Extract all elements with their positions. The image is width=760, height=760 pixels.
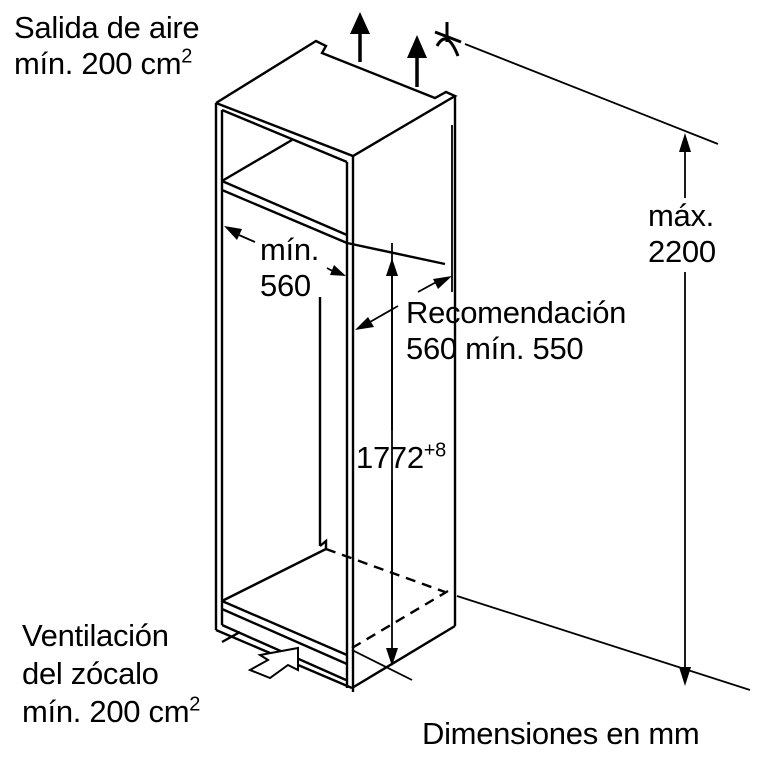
arrow-head-icon bbox=[386, 258, 398, 276]
arrow-head-icon bbox=[679, 133, 691, 152]
arrow-head-icon bbox=[224, 226, 242, 240]
recommendation-label: Recomendación 560 mín. 550 bbox=[406, 295, 627, 366]
cabinet-front-frame bbox=[214, 103, 457, 690]
arrow-head-icon bbox=[679, 667, 691, 686]
units-note: Dimensiones en mm bbox=[422, 716, 700, 751]
arrow-head-icon bbox=[330, 265, 346, 276]
extension-lines bbox=[351, 43, 751, 691]
air-outlet-area: mín. 200 cm2 bbox=[14, 45, 193, 81]
arrow-head-icon bbox=[433, 276, 452, 289]
air-outlet-arrows bbox=[350, 12, 427, 87]
height-label: 1772+8 bbox=[356, 439, 446, 475]
air-outlet-label: Salida de aire mín. 200 cm2 bbox=[14, 10, 200, 82]
angle-symbol-icon bbox=[434, 22, 462, 57]
max-height-label: máx. 2200 bbox=[648, 198, 716, 269]
min-width-label: mín. 560 bbox=[260, 232, 320, 303]
air-outlet-title: Salida de aire bbox=[14, 10, 200, 45]
plinth-ventilation-label: Ventilación del zócalo mín. 200 cm2 bbox=[22, 618, 201, 729]
ventilation-inlet-arrow-icon bbox=[247, 646, 299, 680]
hidden-lines bbox=[325, 547, 449, 650]
arrow-head-icon bbox=[386, 648, 398, 666]
arrow-head-icon bbox=[355, 317, 374, 330]
